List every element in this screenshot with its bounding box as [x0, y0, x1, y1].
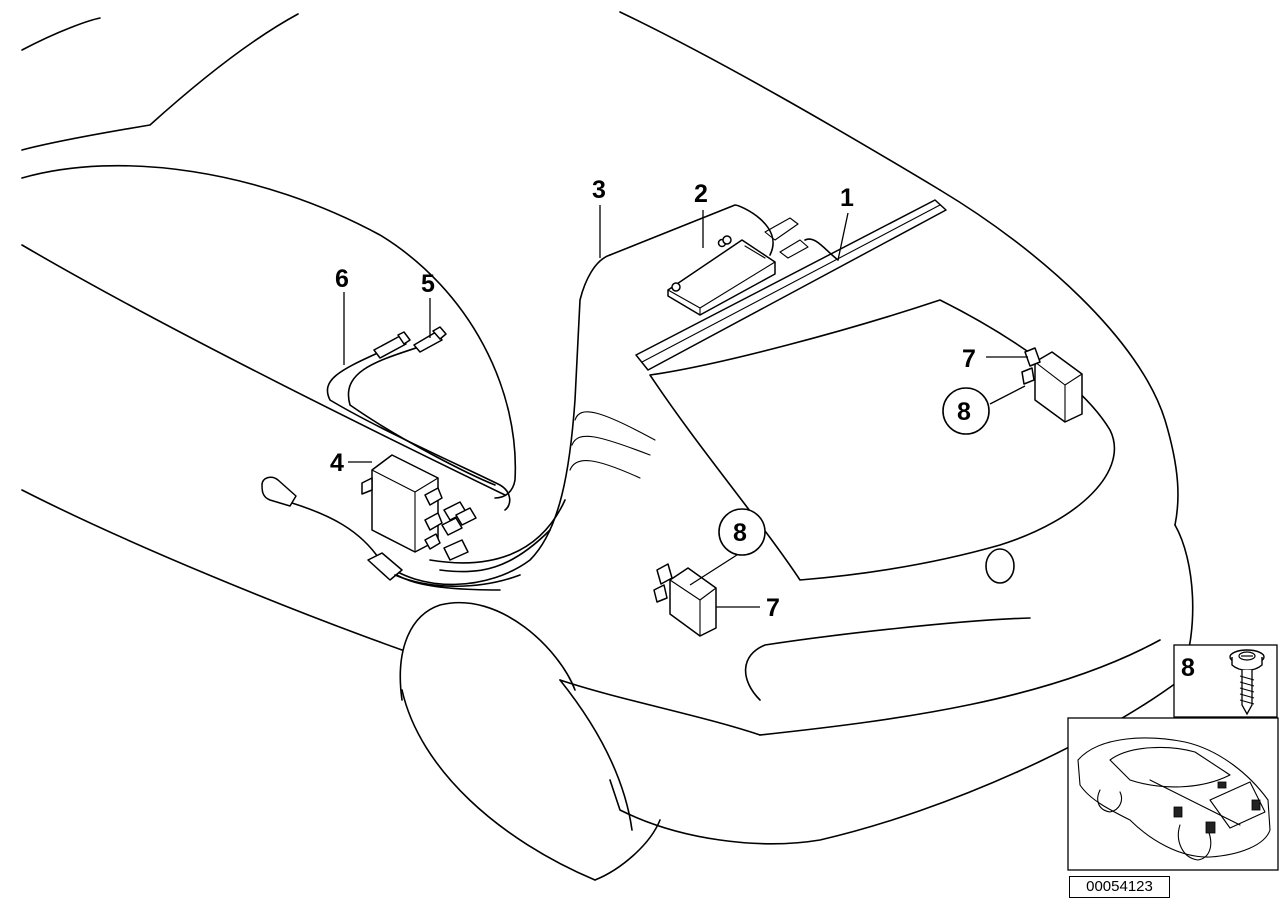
callout-7-left: 7 [766, 594, 780, 622]
inset-callout-8: 8 [1181, 654, 1195, 682]
callout-8-right: 8 [957, 398, 971, 426]
callout-6: 6 [335, 265, 349, 293]
callout-2: 2 [694, 180, 708, 208]
callout-8-right-ring [942, 387, 990, 435]
document-number: 00054123 [1069, 876, 1170, 898]
callout-1: 1 [840, 184, 854, 212]
callout-8-left-ring [718, 508, 766, 556]
callout-labels: 1 2 3 4 5 6 7 7 8 8 [330, 176, 990, 622]
locator-inset [1067, 717, 1279, 871]
car-body-outline [21, 11, 1194, 881]
antenna-cable-harness [379, 254, 656, 586]
amplifier-module [609, 204, 839, 316]
screw-inset: 8 [1173, 644, 1278, 718]
suppressor-left [653, 563, 717, 637]
callout-3: 3 [592, 176, 606, 204]
callout-5: 5 [421, 270, 435, 298]
callout-4: 4 [330, 449, 344, 477]
suppressor-right [1021, 347, 1083, 423]
callout-8-left: 8 [733, 519, 747, 547]
antenna-cables-5-6 [326, 326, 511, 511]
locator-car-icon [1077, 737, 1271, 861]
diversity-module [261, 454, 521, 591]
screw-icon [1229, 649, 1265, 716]
callout-7-right: 7 [962, 345, 976, 373]
leader-lines [343, 205, 1028, 608]
